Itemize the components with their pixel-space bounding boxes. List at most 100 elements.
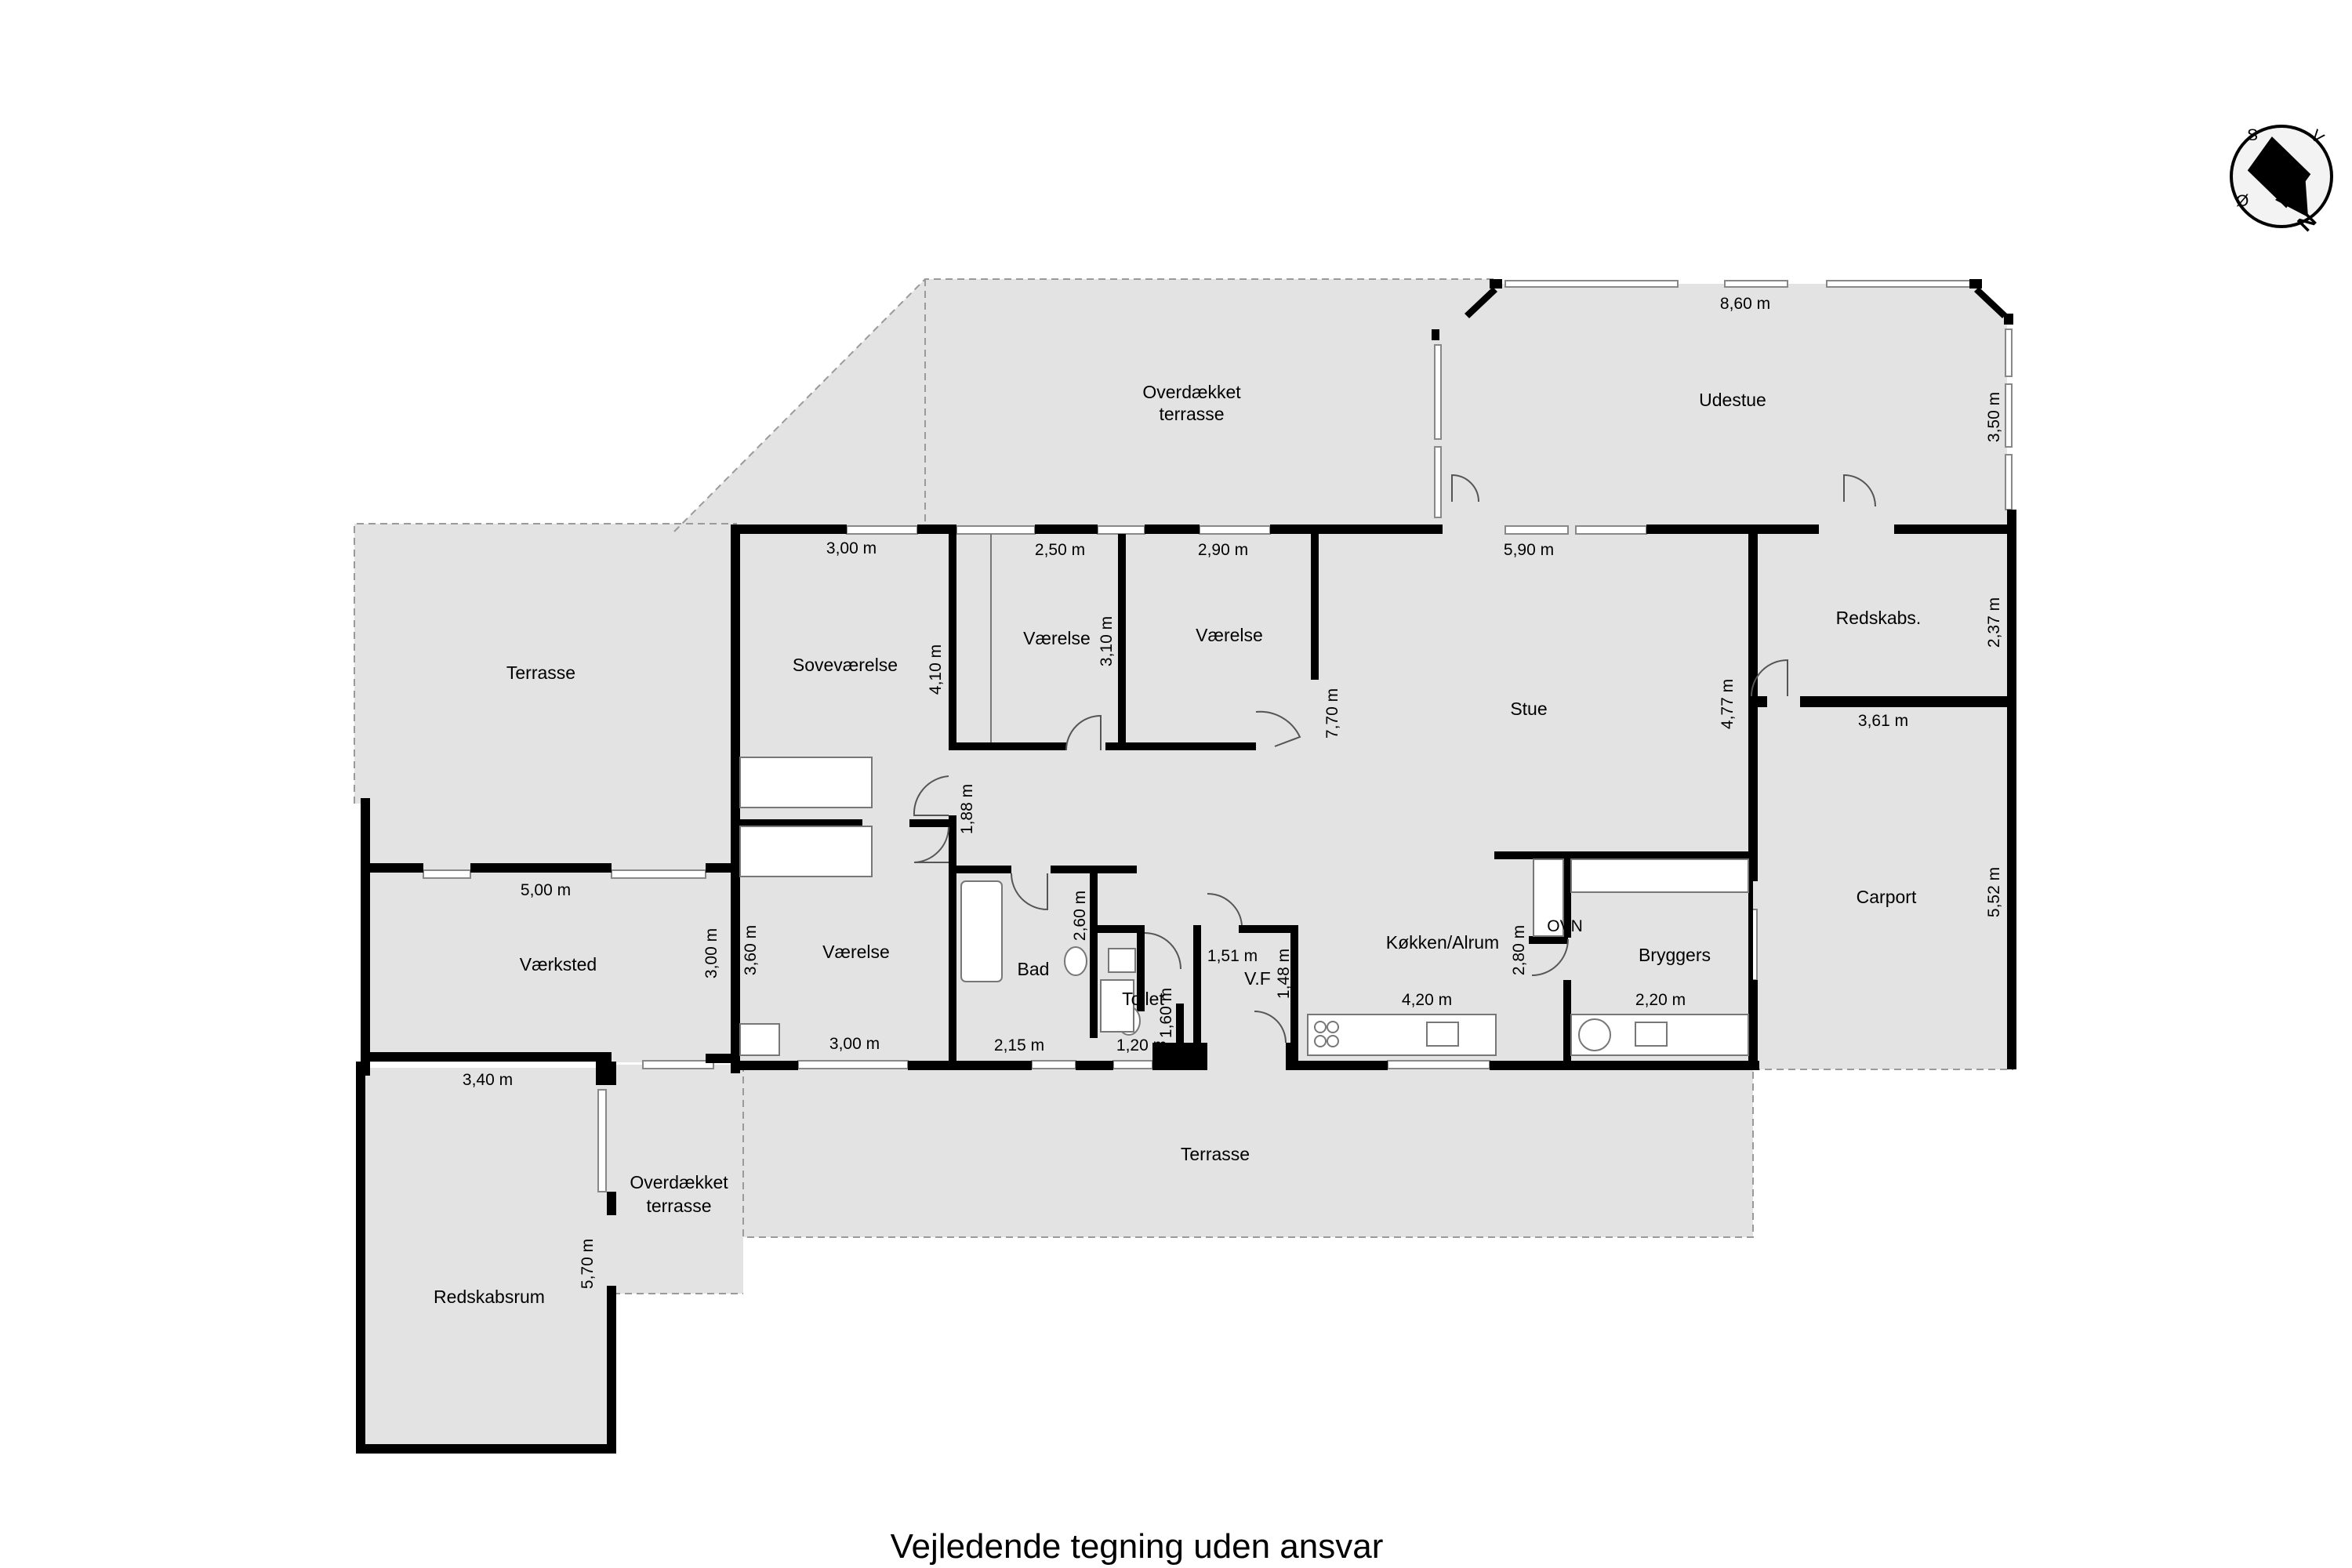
label-covered-terrace-top-2: terrasse <box>1159 404 1224 424</box>
dim-vf-h: 1,48 m <box>1275 949 1293 999</box>
kitchen-sink <box>1426 1022 1459 1047</box>
dim-udestue-h: 3,50 m <box>1985 392 2003 442</box>
label-stue: Stue <box>1510 699 1547 719</box>
label-koekken: Køkken/Alrum <box>1386 932 1499 953</box>
redskabs-area <box>1753 532 2013 704</box>
bathtub <box>960 880 1003 982</box>
room-fills <box>354 279 2013 1454</box>
dim-vaerksted-h: 3,00 m <box>702 928 720 978</box>
doors <box>913 474 1876 1044</box>
label-vaerksted: Værksted <box>520 954 597 975</box>
label-bryggers: Bryggers <box>1639 945 1711 965</box>
dim-toilet-h: 1,60 m <box>1157 988 1175 1038</box>
label-vaerelse-2: Værelse <box>1196 625 1263 645</box>
utility-sink <box>1635 1022 1668 1047</box>
terrace-bottom-area <box>737 1065 1753 1237</box>
dim-v1-w: 2,50 m <box>1035 541 1085 559</box>
dim-hall-h: 1,88 m <box>958 784 976 834</box>
label-redskabs: Redskabs. <box>1836 608 1922 628</box>
label-redskabsrum: Redskabsrum <box>434 1287 545 1307</box>
dim-toilet-w: 1,20 m <box>1116 1036 1167 1054</box>
bed-hint <box>739 1023 780 1056</box>
dim-v3-h: 3,60 m <box>742 925 760 975</box>
dim-v2-w: 2,90 m <box>1198 541 1248 559</box>
bryggers-shelf <box>1570 858 1749 893</box>
dim-sove-w: 3,00 m <box>826 539 877 557</box>
compass-o: Ø <box>2236 192 2249 210</box>
label-vaerelse-3: Værelse <box>822 942 890 962</box>
label-carport: Carport <box>1857 887 1917 907</box>
dim-redskabs-w: 3,61 m <box>1858 712 1908 730</box>
oven-column <box>1533 858 1564 937</box>
dim-koekken-h: 2,80 m <box>1510 925 1528 975</box>
disclaimer-caption: Vejledende tegning uden ansvar <box>890 1527 1384 1566</box>
door-redskabs <box>1751 659 1788 697</box>
label-ovn: OVN <box>1547 917 1583 935</box>
door-toilet <box>1144 932 1181 970</box>
label-udestue: Udestue <box>1699 390 1766 410</box>
dim-udestue-w: 8,60 m <box>1720 295 1770 313</box>
dim-koekken-w: 4,20 m <box>1402 991 1452 1009</box>
house-interior <box>737 532 1753 1065</box>
udestue-area <box>1433 284 2007 532</box>
fixtures <box>739 534 1749 1056</box>
door-soveroom <box>913 775 949 816</box>
label-bad: Bad <box>1018 959 1050 979</box>
wardrobe-block-lower <box>739 826 873 877</box>
terrace-left-area <box>354 524 737 804</box>
door-vaerelse-2 <box>1255 710 1301 747</box>
label-covered-terrace-bottom-2: terrasse <box>646 1196 711 1216</box>
label-vaerelse-1: Værelse <box>1023 628 1091 648</box>
label-terrasse-bottom: Terrasse <box>1181 1144 1250 1164</box>
room-labels: Overdækket terrasse Udestue Terrasse Sov… <box>434 382 1921 1307</box>
door-bryggers <box>1531 938 1569 976</box>
dim-vaerksted-w: 5,00 m <box>521 881 571 899</box>
dim-vf-w: 1,51 m <box>1207 947 1258 965</box>
sink-toilet <box>1108 948 1136 973</box>
walls <box>356 279 2016 1454</box>
label-vf: V.F <box>1244 968 1271 989</box>
dim-bad-w: 2,15 m <box>994 1036 1044 1054</box>
windows <box>423 280 2013 1192</box>
compass: S V Ø N <box>2230 125 2333 236</box>
dim-redskabsrum-w: 3,40 m <box>463 1071 513 1089</box>
door-udestue-right <box>1843 474 1876 507</box>
dim-redskabsrum-h: 5,70 m <box>579 1239 597 1289</box>
dim-carport-h: 5,52 m <box>1985 867 2003 917</box>
dimension-labels: 8,60 m 3,50 m 3,00 m 4,10 m 2,50 m 3,10 … <box>463 295 2003 1289</box>
covered-terrace-top-area <box>925 279 1496 532</box>
tool-room-area <box>361 1068 613 1454</box>
dim-bryggers-w: 2,20 m <box>1635 991 1686 1009</box>
dim-stue-w: 5,90 m <box>1504 541 1554 559</box>
toilet-bad <box>1064 946 1087 976</box>
door-hall <box>913 826 949 863</box>
door-vf-out <box>1254 1011 1287 1044</box>
compass-s: S <box>2247 126 2258 144</box>
wardrobe-block-upper <box>739 757 873 808</box>
dashed-outlines <box>354 278 2013 1294</box>
workshop-area <box>368 804 737 1062</box>
dim-sove-h: 4,10 m <box>927 644 945 695</box>
door-udestue-left <box>1451 474 1479 503</box>
dim-v3-w: 3,00 m <box>829 1035 880 1053</box>
dim-stue-h1: 7,70 m <box>1323 688 1341 739</box>
dim-bad-h: 2,60 m <box>1071 891 1089 941</box>
label-covered-terrace-top-1: Overdækket <box>1142 382 1241 402</box>
dim-redskabs-h: 2,37 m <box>1985 597 2003 648</box>
label-terrasse-left: Terrasse <box>506 662 575 683</box>
dim-stue-h2: 4,77 m <box>1719 679 1737 729</box>
label-sovevaerelse: Soveværelse <box>793 655 898 675</box>
kitchen-counter <box>1307 1014 1497 1056</box>
door-vaerelse-1 <box>1065 714 1102 751</box>
door-vf <box>1207 892 1243 926</box>
dim-v1-h: 3,10 m <box>1098 616 1116 666</box>
covered-terrace-bottom-area <box>612 1065 743 1294</box>
compass-arrow-icon <box>2275 173 2308 217</box>
label-toilet: Toilet <box>1122 989 1164 1009</box>
door-bad <box>1011 873 1048 911</box>
sink-bad <box>1100 979 1134 1033</box>
carport-area <box>1753 704 2013 1069</box>
label-covered-terrace-bottom-1: Overdækket <box>630 1172 728 1192</box>
washing-machine <box>1578 1018 1611 1051</box>
